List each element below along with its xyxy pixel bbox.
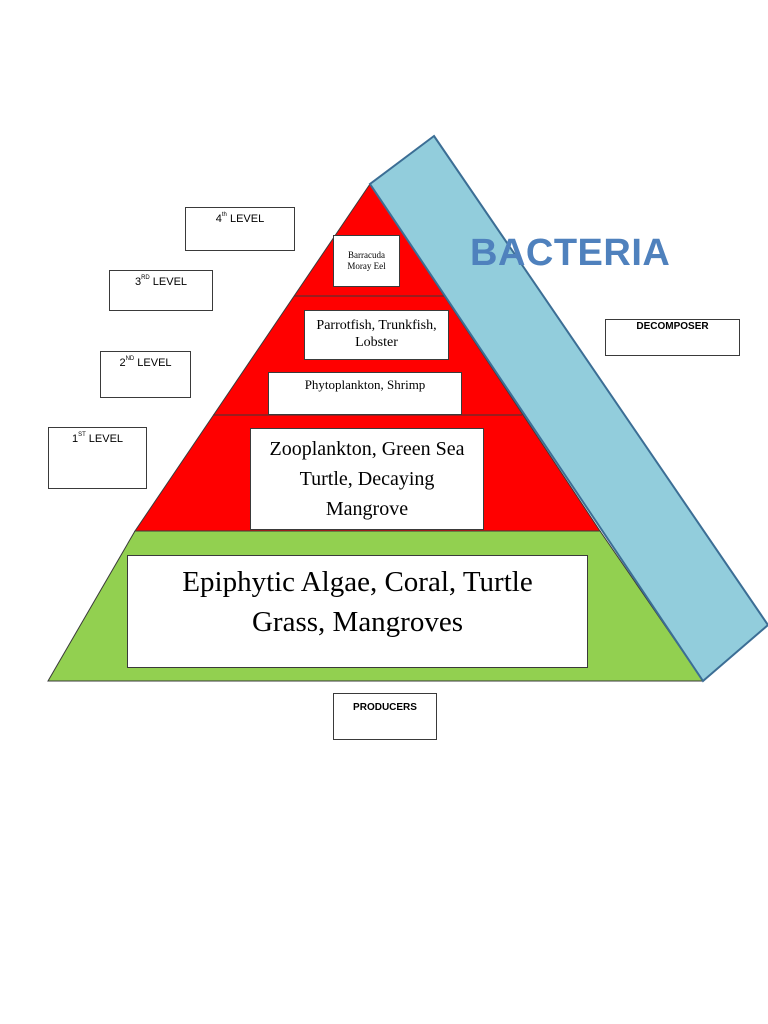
producers-label: PRODUCERS — [333, 693, 437, 740]
level3-num: 3 — [134, 276, 142, 288]
level2-num: 2 — [119, 357, 126, 369]
level1-sup: ST — [78, 432, 86, 438]
tier3a-box: Parrotfish, Trunkfish, Lobster — [304, 310, 449, 360]
bacteria-band — [368, 134, 768, 683]
level3-text: LEVEL — [152, 276, 188, 288]
level2-label: 2ND LEVEL — [100, 351, 191, 398]
level2-text: LEVEL — [137, 357, 172, 369]
tier4-text: Barracuda Moray Eel — [347, 250, 386, 271]
level3-sup: RD — [141, 275, 150, 281]
tier1-text: Epiphytic Algae, Coral, Turtle Grass, Ma… — [182, 566, 533, 639]
level4-num: 4 — [215, 213, 222, 225]
level1-num: 1 — [71, 433, 79, 445]
level1-text: LEVEL — [88, 433, 124, 445]
level2-sup: ND — [125, 356, 135, 362]
level1-label: 1ST LEVEL — [48, 427, 147, 489]
tier3a-text: Parrotfish, Trunkfish, Lobster — [316, 318, 437, 350]
tier3b-text: Phytoplankton, Shrimp — [304, 377, 426, 392]
decomposer-text: DECOMPOSER — [636, 321, 709, 332]
producers-text: PRODUCERS — [353, 702, 417, 713]
decomposer-label: DECOMPOSER — [605, 319, 740, 356]
tier2-text: Zooplankton, Green Sea Turtle, Decaying … — [269, 438, 465, 520]
level3-label: 3RD LEVEL — [109, 270, 213, 311]
level4-sup: th — [221, 212, 227, 218]
bacteria-title: BACTERIA — [470, 232, 671, 274]
level4-text: LEVEL — [229, 213, 265, 225]
tier2-box: Zooplankton, Green Sea Turtle, Decaying … — [250, 428, 484, 530]
tier4-box: Barracuda Moray Eel — [333, 235, 400, 287]
tier3b-box: Phytoplankton, Shrimp — [268, 372, 462, 415]
tier1-box: Epiphytic Algae, Coral, Turtle Grass, Ma… — [127, 555, 588, 668]
level4-label: 4th LEVEL — [185, 207, 295, 251]
